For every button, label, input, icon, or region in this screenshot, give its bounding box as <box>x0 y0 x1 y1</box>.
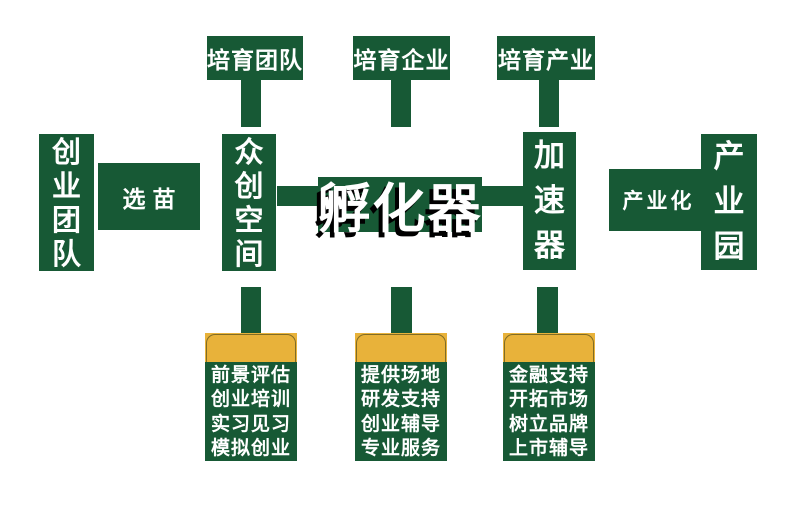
stage-box-industrial-park-label: 产业园 <box>713 138 745 265</box>
connector-bottom-right <box>537 287 558 333</box>
link-box-seed-selection-label: 选苗 <box>122 186 183 213</box>
service-box-accelerator-tab <box>503 333 595 362</box>
service-box-accelerator-list: 金融支持 开拓市场 树立品牌 上市辅导 <box>503 362 595 461</box>
center-box-incubator-label: 孵化器 <box>317 178 483 240</box>
service-line: 上市辅导 <box>508 437 589 459</box>
stage-box-accelerator: 加速器 <box>523 132 576 270</box>
center-box-incubator: 孵化器 <box>318 177 482 240</box>
top-box-cultivate-enterprise-label: 培育企业 <box>353 48 450 74</box>
connector-maker-space-to-incubator <box>277 186 318 206</box>
stage-box-startup-team: 创业团队 <box>39 134 94 271</box>
service-box-incubator-list: 提供场地 研发支持 创业辅导 专业服务 <box>355 362 447 461</box>
service-line: 创业培训 <box>210 388 291 410</box>
stage-box-accelerator-label: 加速器 <box>534 137 565 264</box>
link-box-seed-selection: 选苗 <box>98 163 200 230</box>
service-line: 金融支持 <box>508 363 589 386</box>
connector-top-right <box>539 80 559 127</box>
connector-bottom-center <box>391 287 412 333</box>
stage-box-maker-space-label: 众创空间 <box>234 134 264 271</box>
top-box-cultivate-industry: 培育产业 <box>497 36 595 80</box>
top-box-cultivate-enterprise: 培育企业 <box>353 36 450 80</box>
service-line: 模拟创业 <box>210 437 291 459</box>
service-line: 实习见习 <box>210 412 291 435</box>
connector-top-left <box>241 80 261 127</box>
connector-incubator-to-accelerator <box>482 186 523 206</box>
stage-box-industrial-park: 产业园 <box>701 134 757 270</box>
top-box-cultivate-industry-label: 培育产业 <box>498 48 594 74</box>
service-box-maker-space-tab <box>205 333 297 362</box>
service-box-maker-space-list: 前景评估 创业培训 实习见习 模拟创业 <box>205 362 297 461</box>
service-line: 提供场地 <box>360 363 441 386</box>
service-line: 专业服务 <box>360 437 441 459</box>
service-line: 前景评估 <box>210 363 291 386</box>
service-line: 开拓市场 <box>508 388 589 410</box>
connector-top-center <box>391 80 411 127</box>
service-box-accelerator: 金融支持 开拓市场 树立品牌 上市辅导 <box>503 333 595 461</box>
top-box-cultivate-team-label: 培育团队 <box>207 48 303 74</box>
service-box-incubator: 提供场地 研发支持 创业辅导 专业服务 <box>355 333 447 461</box>
service-line: 研发支持 <box>360 388 441 410</box>
link-box-industrialization-label: 产业化 <box>622 189 695 213</box>
top-box-cultivate-team: 培育团队 <box>207 36 303 80</box>
service-box-incubator-tab <box>355 333 447 362</box>
stage-box-maker-space: 众创空间 <box>222 134 276 271</box>
service-line: 树立品牌 <box>508 412 589 435</box>
service-box-maker-space: 前景评估 创业培训 实习见习 模拟创业 <box>205 333 297 461</box>
stage-box-startup-team-label: 创业团队 <box>51 134 81 271</box>
connector-bottom-left <box>241 287 261 333</box>
service-line: 创业辅导 <box>360 412 441 435</box>
link-box-industrialization: 产业化 <box>609 169 705 231</box>
